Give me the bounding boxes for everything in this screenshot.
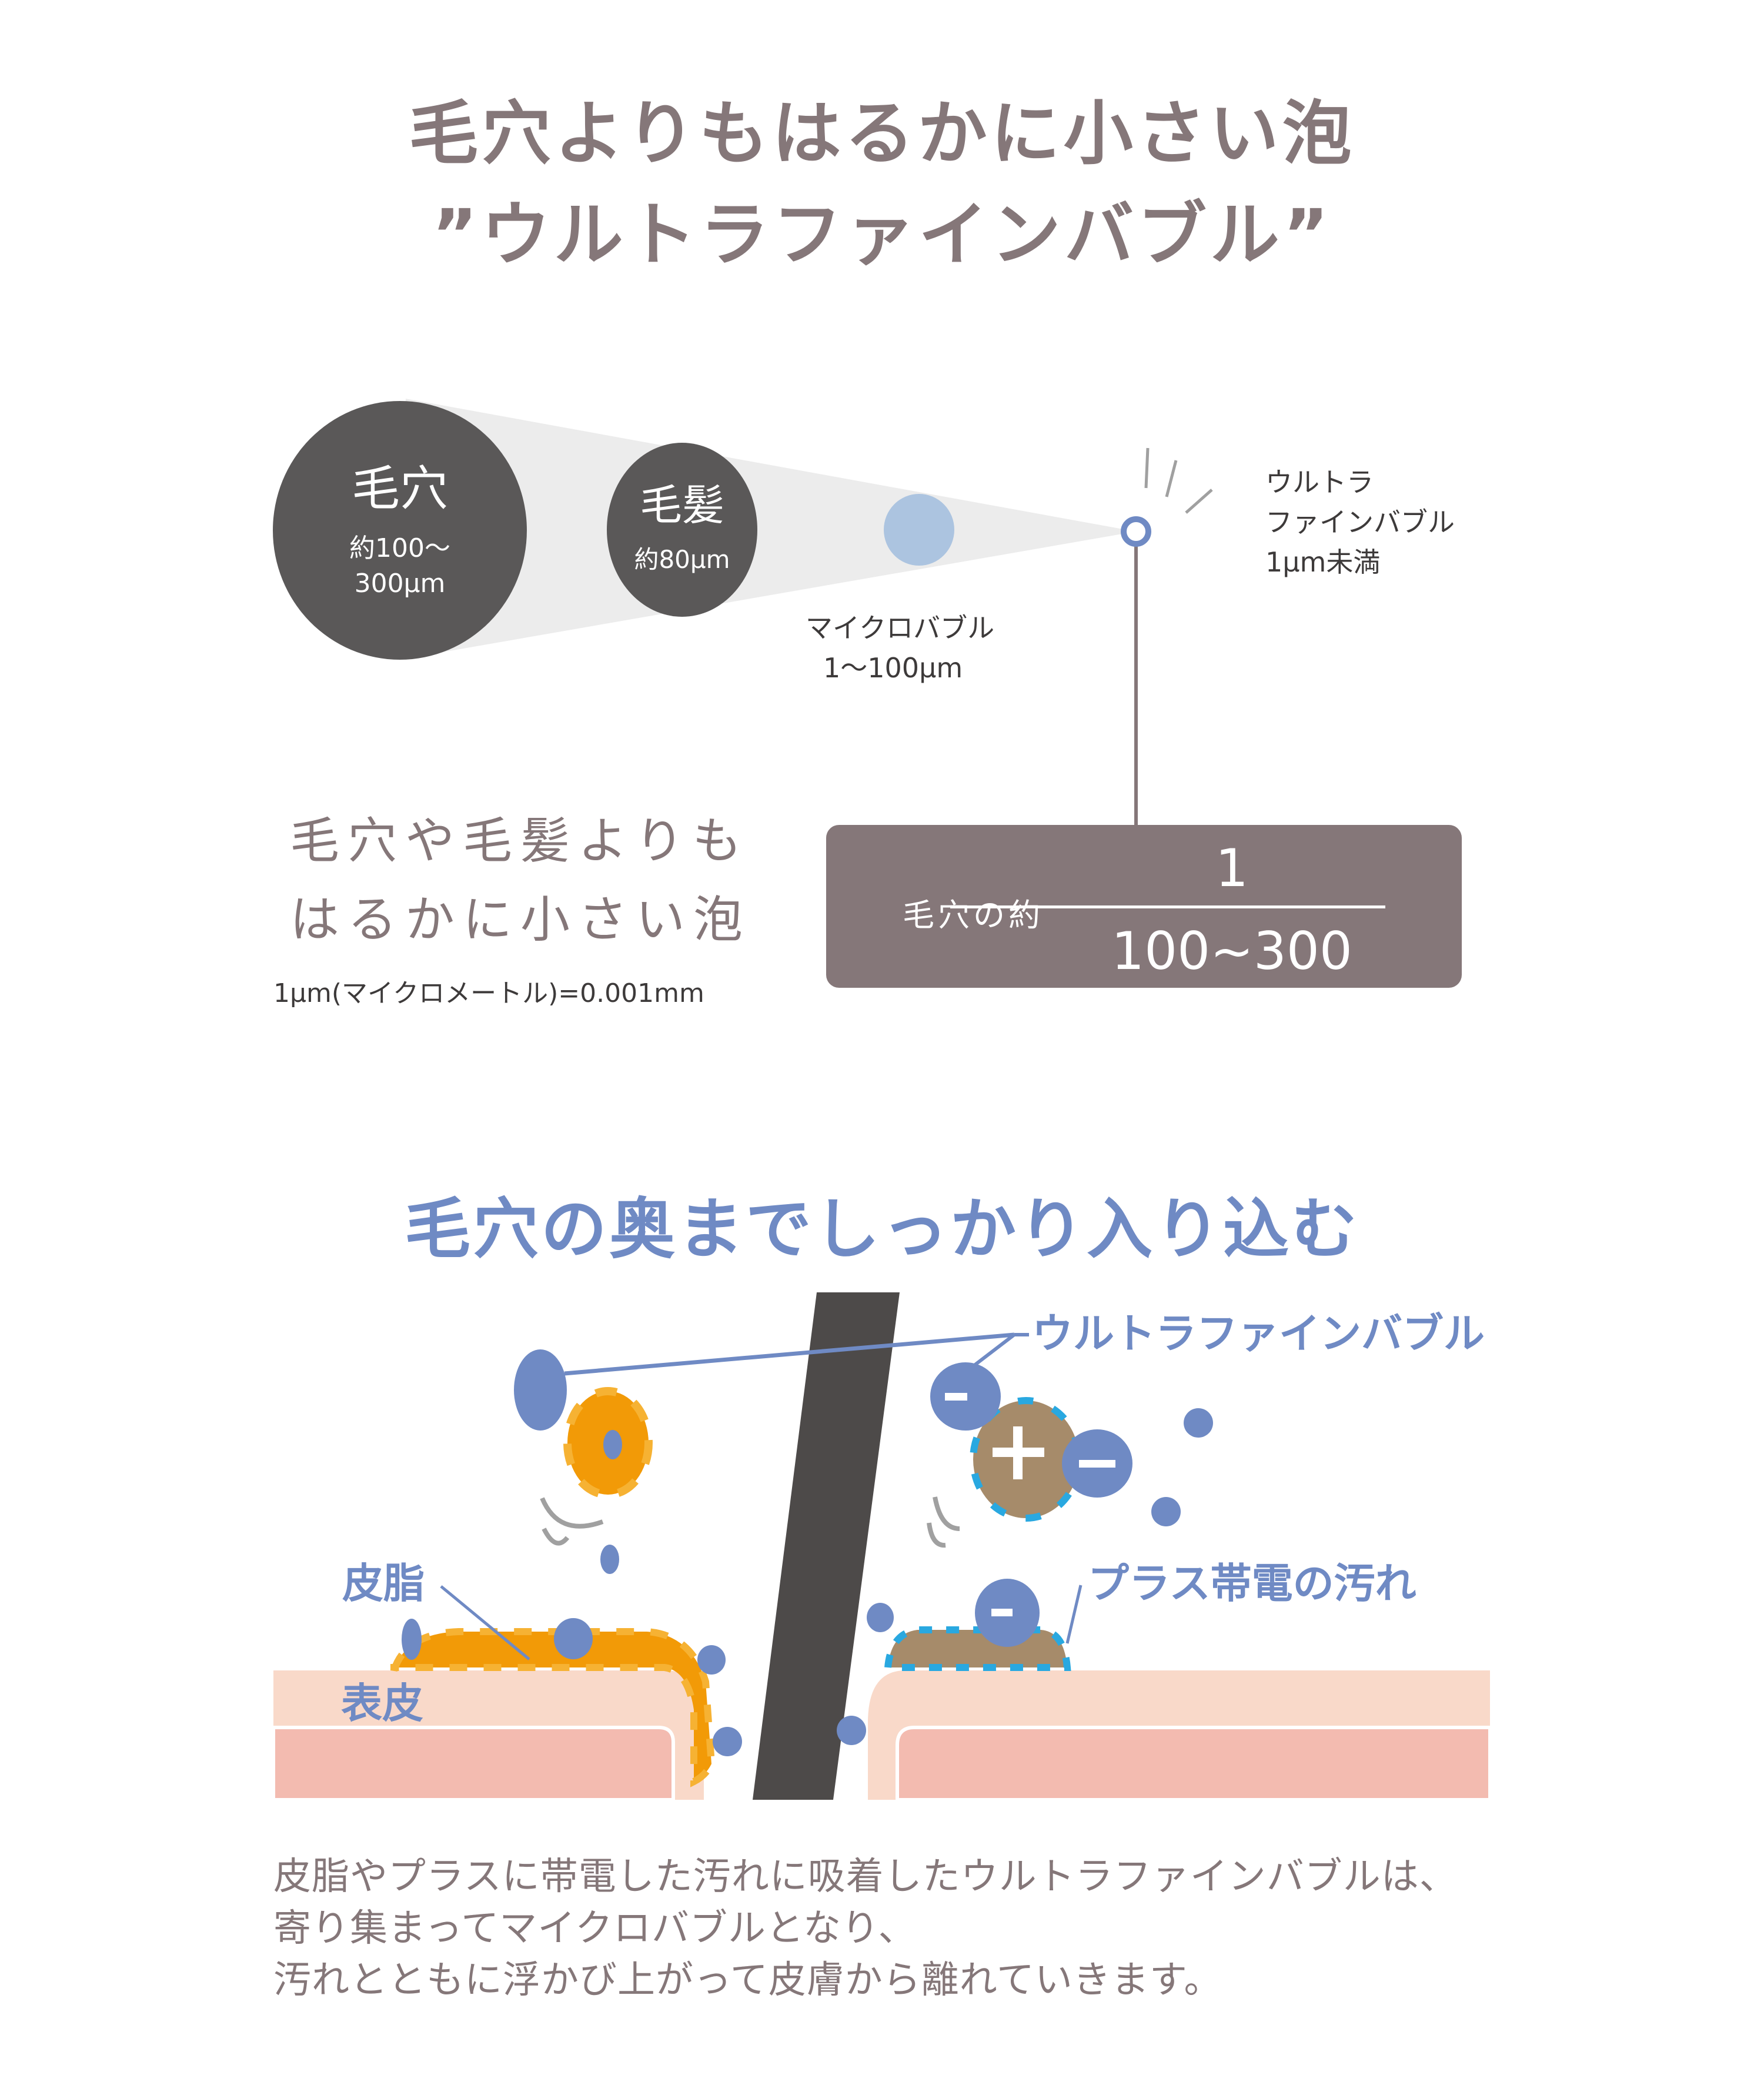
hair-circle — [607, 443, 757, 617]
minus-icon — [1079, 1460, 1115, 1468]
dermis-right — [896, 1726, 1492, 1802]
ratio-denominator: 100~300 — [1111, 921, 1352, 981]
hair-label: 毛髪 — [639, 480, 724, 530]
ultrafine-bubble — [1151, 1497, 1181, 1526]
ultrafine-bubble — [603, 1430, 622, 1459]
perspective-cone — [406, 399, 1136, 659]
ratio-prefix: 毛穴の約 — [903, 897, 1044, 934]
main-title-line2: ”ウルトラファインバブル” — [432, 194, 1332, 275]
ufb-label-line2: ファインバブル — [1265, 506, 1455, 538]
dirt-leader-line — [1065, 1585, 1083, 1644]
ultrafine-bubble — [713, 1727, 742, 1756]
pore-diagram — [272, 1292, 1492, 1802]
motion-arc — [927, 1522, 946, 1548]
epidermis-label: 表皮 — [341, 1679, 423, 1727]
ufb-label-line1: ウルトラ — [1265, 466, 1374, 498]
pore-circle — [273, 401, 527, 660]
note-line1: 毛穴や毛髪よりも — [290, 812, 750, 870]
sparkle-line — [1185, 489, 1213, 514]
caption-line3: 汚れとともに浮かび上がって皮膚から離れていきます。 — [273, 1959, 1222, 2002]
main-title-line1: 毛穴よりもはるかに小さい泡 — [409, 93, 1355, 174]
minus-icon — [991, 1609, 1013, 1616]
unit-definition: 1μm(マイクロメートル)=0.001mm — [273, 978, 704, 1008]
ultrafine-bubble — [1184, 1408, 1213, 1438]
microbubble-label: マイクロバブル — [806, 612, 995, 644]
hair-size: 約80μm — [634, 545, 730, 574]
sebum-on-skin — [390, 1628, 716, 1787]
caption-line1: 皮脂やプラスに帯電した汚れに吸着したウルトラファインバブルは、 — [273, 1855, 1458, 1899]
minus-icon — [945, 1393, 967, 1401]
plus-dirt-on-skin — [884, 1626, 1071, 1671]
size-comparison-graphic — [273, 399, 1213, 825]
negative-bubble — [930, 1362, 1001, 1431]
pore-size-line1: 約100〜 — [349, 533, 450, 563]
ultrafine-bubble — [697, 1645, 726, 1675]
ultrafine-bubble — [402, 1619, 422, 1660]
negative-bubble — [1062, 1429, 1132, 1498]
pore-label: 毛穴 — [351, 461, 448, 517]
ufb-size: 1μm未満 — [1265, 546, 1381, 578]
sebum-label: 皮脂 — [342, 1559, 425, 1608]
ultrafine-bubble — [867, 1603, 894, 1632]
dermis-left — [272, 1726, 675, 1802]
ultrafine-bubble — [837, 1716, 866, 1745]
fraction-bar — [950, 905, 1385, 908]
microbubble-circle — [884, 494, 954, 566]
sparkle-line — [1144, 447, 1150, 489]
ultrafine-bubble — [554, 1618, 593, 1659]
plus-icon — [993, 1426, 1044, 1479]
ufb-leader-line — [564, 1332, 1015, 1376]
ufb-diagram-label: ウルトラファインバブル — [1032, 1309, 1485, 1358]
plus-dirt-label: プラス帯電の汚れ — [1088, 1559, 1416, 1608]
caption-line2: 寄り集まってマイクロバブルとなり、 — [273, 1907, 917, 1950]
section2-title: 毛穴の奥までしっかり入り込む — [405, 1191, 1359, 1268]
ultrafine-bubble — [514, 1349, 567, 1431]
pore-size-line2: 300μm — [354, 569, 446, 599]
negative-bubble — [975, 1579, 1040, 1647]
hair-shaft — [753, 1292, 900, 1800]
sebum-leader-line — [440, 1585, 530, 1660]
note-line2: はるかに小さい泡 — [290, 891, 751, 948]
microbubble-size: 1〜100μm — [823, 652, 963, 684]
ultrafine-bubble-ring — [1121, 516, 1151, 547]
motion-arc — [540, 1497, 604, 1529]
sparkle-line — [1165, 460, 1178, 497]
motion-arc — [542, 1528, 570, 1546]
ratio-numerator: 1 — [1215, 838, 1248, 898]
ultrafine-bubble — [600, 1545, 619, 1574]
motion-arc — [933, 1496, 960, 1531]
